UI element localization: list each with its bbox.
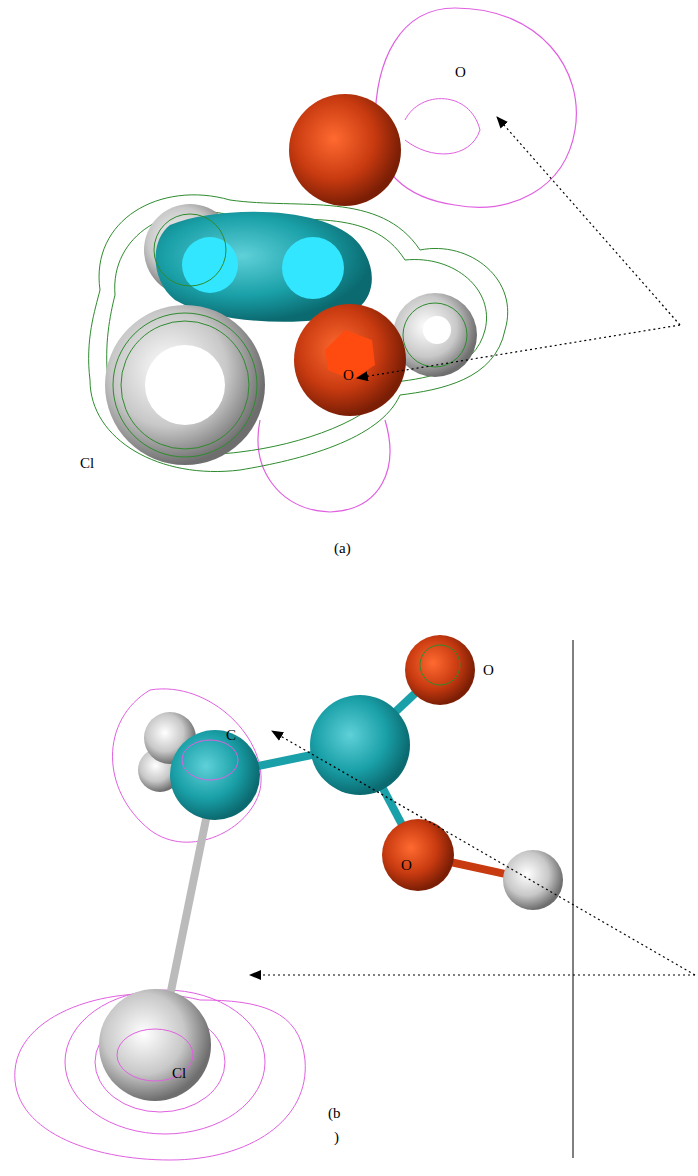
carbon-atom xyxy=(310,695,410,795)
atom-label: Cl xyxy=(172,1066,186,1081)
atom-label: O xyxy=(343,368,354,383)
atom-label: C xyxy=(226,728,236,743)
carbon-highlight xyxy=(182,237,238,293)
pointer-arrow xyxy=(357,325,680,378)
chlorine-highlight xyxy=(145,345,225,425)
density-contour xyxy=(258,420,390,512)
hydrogen-atom xyxy=(503,850,563,910)
atom-label: Cl xyxy=(80,456,94,471)
atom-label: O xyxy=(483,663,494,678)
density-contour xyxy=(89,195,508,472)
pointer-arrow xyxy=(497,117,680,325)
chlorine-atom xyxy=(99,989,211,1101)
density-contour xyxy=(121,321,249,449)
density-contour xyxy=(113,689,262,842)
density-contour xyxy=(117,1029,193,1081)
chlorine-atom xyxy=(105,305,265,465)
pointer-arrow xyxy=(272,731,695,975)
oxygen-atom xyxy=(289,94,401,206)
panel-b xyxy=(15,635,695,1160)
panel-a xyxy=(89,8,680,512)
panel-label: (b xyxy=(328,1106,341,1121)
density-contour xyxy=(65,990,265,1134)
atom-label: O xyxy=(455,65,466,80)
divider-line xyxy=(573,640,574,1158)
pointer-arrow xyxy=(250,974,695,975)
oxygen-atom xyxy=(405,635,475,705)
carbon-highlight xyxy=(282,237,344,299)
density-contour xyxy=(403,303,467,367)
density-contour xyxy=(182,740,238,780)
density-contour xyxy=(375,8,576,207)
density-contour xyxy=(113,313,257,457)
carbon-atom xyxy=(170,730,260,820)
hydrogen-highlight xyxy=(423,316,451,344)
atom-label: O xyxy=(401,858,412,873)
oxygen-atom xyxy=(294,304,406,416)
density-contour xyxy=(420,645,460,685)
density-contour xyxy=(405,99,480,154)
panel-label: ) xyxy=(334,1130,339,1145)
density-contour xyxy=(154,214,226,286)
panel-label: (a) xyxy=(334,541,351,556)
